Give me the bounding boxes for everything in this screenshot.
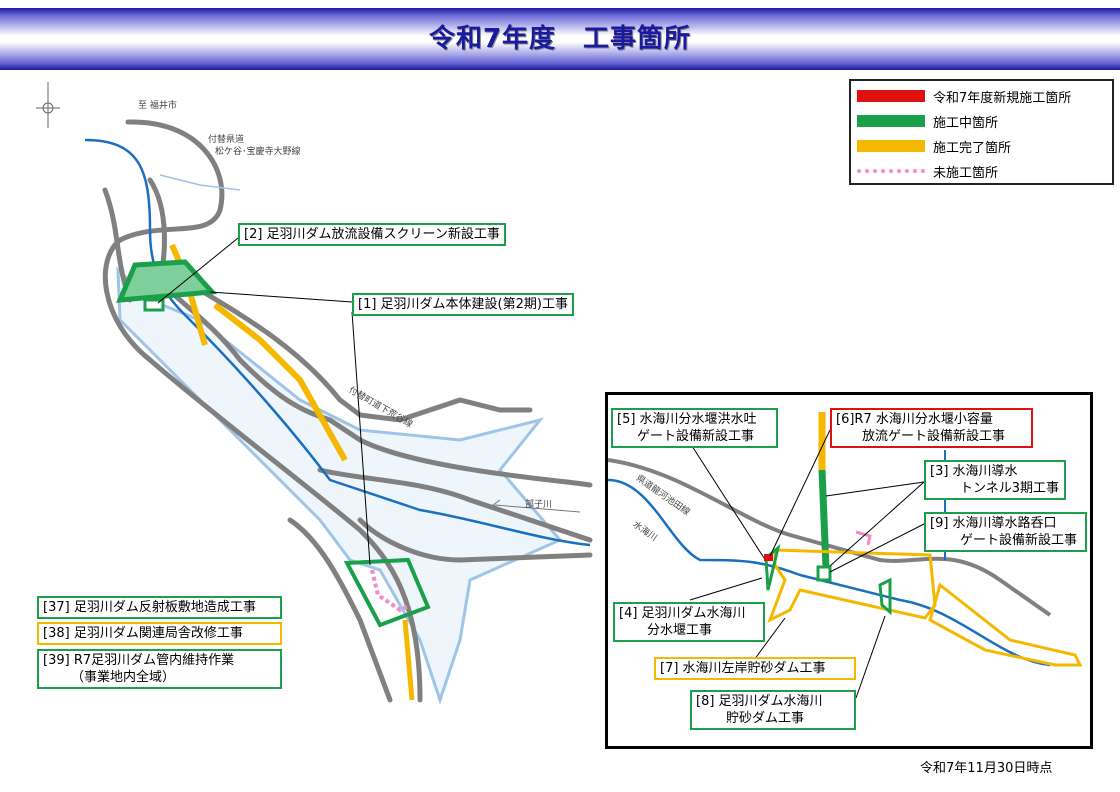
project-label-38: [38] 足羽川ダム関連局舎改修工事 bbox=[37, 622, 282, 645]
compass-icon bbox=[36, 82, 60, 128]
legend-item-not-started: 未施工箇所 bbox=[857, 160, 998, 182]
project-label-4: [4] 足羽川ダム水海川分水堰工事 bbox=[613, 602, 765, 642]
project-label-8: [8] 足羽川ダム水海川貯砂ダム工事 bbox=[690, 690, 856, 730]
reservoir-area bbox=[116, 266, 563, 705]
project-label-39: [39] R7足羽川ダム管内維持作業（事業地内全域） bbox=[37, 649, 282, 689]
project-label-6: [6]R7 水海川分水堰小容量放流ゲート設備新設工事 bbox=[830, 408, 1033, 448]
project-label-1: [1] 足羽川ダム本体建設(第2期)工事 bbox=[352, 293, 574, 316]
as-of-date: 令和7年11月30日時点 bbox=[920, 761, 1053, 776]
inset-map bbox=[607, 412, 1083, 699]
legend-item-in-progress: 施工中箇所 bbox=[857, 110, 998, 132]
label-pref-road: 付替県道 bbox=[208, 135, 245, 145]
project-label-3: [3] 水海川導水トンネル3期工事 bbox=[924, 460, 1066, 500]
project-label-7: [7] 水海川左岸貯砂ダム工事 bbox=[654, 657, 856, 680]
dam-body-site bbox=[116, 259, 218, 303]
river bbox=[84, 138, 591, 547]
label-to-fukui: 至 福井市 bbox=[138, 101, 177, 111]
project-label-9: [9] 水海川導水路呑口ゲート設備新設工事 bbox=[924, 512, 1087, 552]
label-pref-road-name: 松ケ谷･宝慶寺大野線 bbox=[215, 147, 301, 157]
legend-item-completed: 施工完了箇所 bbox=[857, 135, 1011, 157]
project-label-5: [5] 水海川分水堰洪水吐ゲート設備新設工事 bbox=[611, 408, 778, 448]
label-bushi-river: 部子川 bbox=[525, 500, 553, 510]
page-title: 令和7年度 工事箇所 bbox=[428, 24, 692, 54]
project-label-2: [2] 足羽川ダム放流設備スクリーン新設工事 bbox=[238, 223, 506, 246]
inset-frame bbox=[605, 392, 1093, 749]
legend: 令和7年度新規施工箇所 施工中箇所 施工完了箇所 未施工箇所 bbox=[849, 79, 1114, 185]
legend-item-new: 令和7年度新規施工箇所 bbox=[857, 85, 1071, 107]
header-band bbox=[0, 8, 1120, 70]
project-label-37: [37] 足羽川ダム反射板敷地造成工事 bbox=[37, 596, 282, 619]
